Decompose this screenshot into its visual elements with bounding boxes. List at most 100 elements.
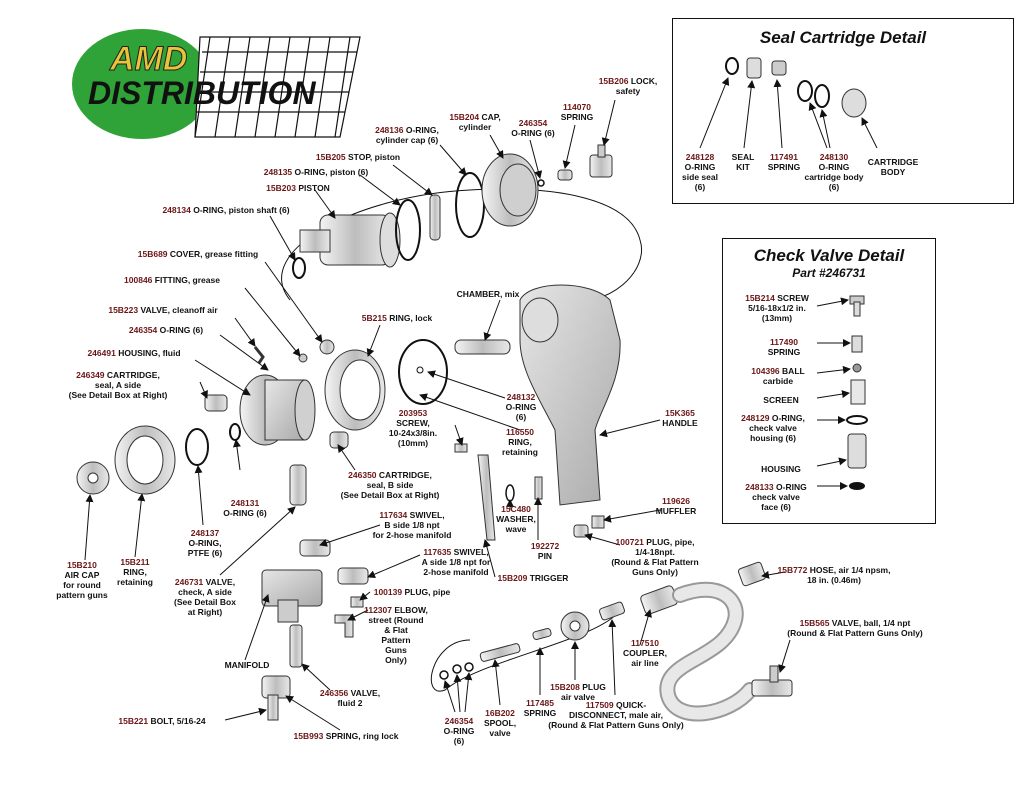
check-valve-subtitle: Part #246731 — [792, 266, 866, 280]
callout-cover: 15B689 COVER, grease fitting — [137, 249, 259, 259]
check-label-6: 248133 O-RING check valve face (6) — [745, 482, 807, 512]
callout-trigger: 15B209 TRIGGER — [497, 573, 569, 583]
callout-housing: 246491 HOUSING, fluid — [87, 348, 181, 358]
spool-part — [479, 643, 521, 662]
seal-cartridge-parts — [699, 57, 878, 149]
callout-plug-100721: 100721 PLUG, pipe,1/4-18npt.(Round & Fla… — [611, 537, 699, 577]
o-ring-cylinder-cap — [455, 172, 485, 238]
check-label-5: HOUSING — [761, 464, 801, 474]
cylinder-cap-part — [481, 153, 539, 227]
grease-cover-part — [298, 353, 308, 363]
ball-valve-part — [751, 665, 793, 697]
o-ring-248137 — [185, 428, 209, 466]
coupler-part — [640, 585, 678, 615]
wave-washer-part — [505, 484, 515, 502]
callout-bolt: 15B221 BOLT, 5/16-24 — [118, 716, 206, 726]
callout-quick-disconnect: 117509 QUICK-DISCONNECT, male air,(Round… — [548, 700, 684, 730]
fluid-housing-part — [239, 374, 316, 446]
grease-fitting-part — [319, 339, 335, 355]
callout-oring-248136: 248136 O-RING,cylinder cap (6) — [375, 125, 439, 145]
air-valve-plug-part — [560, 611, 590, 641]
o-ring-piston — [395, 199, 421, 261]
seal-label-2: 117491 SPRING — [767, 152, 801, 172]
muffler-part — [591, 515, 605, 529]
logo-line2: DISTRIBUTION — [88, 75, 316, 111]
callout-valve-246356: 246356 VALVE,fluid 2 — [319, 688, 381, 708]
check-label-2: 104396 BALL carbide — [751, 366, 805, 386]
o-ring-piston-shaft — [292, 257, 306, 279]
callout-lock: 15B206 LOCK,safety — [598, 76, 658, 96]
quick-disconnect-part — [599, 601, 625, 621]
manifold-part — [261, 569, 323, 623]
swivel-a-part — [337, 567, 369, 585]
callout-valve-246731: 246731 VALVE,check, A side(See Detail Bo… — [174, 577, 236, 617]
fluid-valve-2-part — [289, 624, 303, 668]
seal-label-1: SEAL KIT — [731, 152, 755, 172]
cartridge-a-part — [204, 394, 228, 412]
mix-chamber-part — [454, 339, 511, 355]
seal-cartridge-detail-box — [672, 18, 1014, 204]
o-ring-248131 — [229, 423, 241, 441]
callout-ring-5b215: 5B215 RING, lock — [361, 313, 433, 323]
callout-hose: 15B772 HOSE, air 1/4 npsm,18 in. (0.46m) — [777, 565, 891, 585]
callout-piston: 15B203 PISTON — [266, 183, 330, 193]
check-label-0: 15B214 SCREW 5/16-18x1/2 in. (13mm) — [745, 293, 809, 323]
cleanoff-valve-part — [253, 346, 265, 364]
spring-114070-part — [557, 169, 573, 181]
check-valve-parts — [816, 295, 868, 490]
o-ring-248132 — [416, 366, 424, 374]
check-valve-title: Check Valve Detail — [753, 246, 905, 265]
trigger-part — [477, 454, 496, 541]
retaining-ring-part — [398, 339, 448, 405]
check-label-1: 117490 SPRING — [767, 337, 801, 357]
screw-203953-part — [454, 443, 468, 453]
callout-cap: 15B204 CAP,cylinder — [449, 112, 501, 132]
stop-piston — [429, 194, 441, 241]
retaining-ring-15b211 — [114, 425, 176, 495]
pin-part — [534, 476, 543, 500]
lock-ring-part — [324, 349, 386, 431]
check-valve-a-part — [289, 464, 307, 506]
safety-lock-part — [589, 144, 613, 178]
callout-valve-15b565: 15B565 VALVE, ball, 1/4 npt(Round & Flat… — [787, 618, 923, 638]
check-valve-detail-box — [722, 238, 936, 524]
callout-fitting: 100846 FITTING, grease — [124, 275, 220, 285]
callout-manifold: MANIFOLD — [224, 660, 270, 670]
callout-cartridge-a: 246349 CARTRIDGE,seal, A side(See Detail… — [68, 370, 168, 400]
callout-oring-248135: 248135 O-RING, piston (6) — [263, 167, 369, 177]
swivel-b-part — [299, 539, 331, 557]
amd-distribution-logo: AMD DISTRIBUTION — [72, 29, 361, 139]
callout-oring-246354-b: 246354 O-RING (6) — [128, 325, 204, 335]
check-label-4: 248129 O-RING, check valve housing (6) — [741, 413, 805, 443]
hose-fitting-top — [737, 561, 767, 587]
bolt-part — [267, 694, 279, 721]
callout-valve-15b223: 15B223 VALVE, cleanoff air — [108, 305, 218, 315]
callout-cartridge-b: 246350 CARTRIDGE,seal, B side(See Detail… — [340, 470, 440, 500]
spring-117485-part — [532, 627, 552, 641]
air-path-line — [430, 609, 621, 692]
piston-part — [299, 212, 401, 268]
o-ring-spool-3 — [464, 662, 474, 672]
check-label-3: SCREEN — [763, 395, 799, 405]
seal-label-0: 248128 O-RING side seal (6) — [682, 152, 718, 192]
plug-100139-part — [350, 596, 364, 608]
logo-line1: AMD — [109, 40, 187, 78]
